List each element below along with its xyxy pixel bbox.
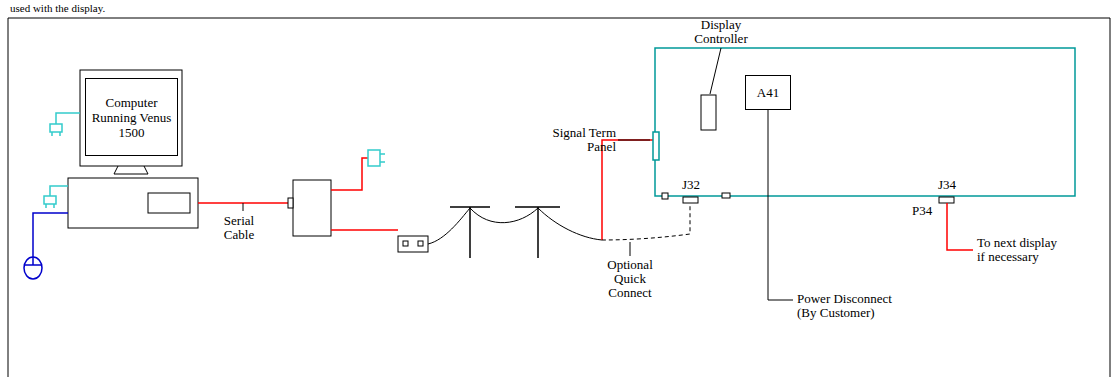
- connector-symbol: [662, 193, 668, 199]
- power-lead: [331, 158, 368, 190]
- cable-label: Serial Cable: [214, 214, 264, 242]
- line-cable: [331, 229, 398, 231]
- monitor-housing: [80, 70, 182, 166]
- serial-port: [288, 198, 293, 208]
- plug-symbol: [44, 196, 56, 208]
- plug-symbol: [50, 124, 62, 136]
- outlet-hole: [418, 241, 423, 246]
- monitor-screen: Computer Running Venus 1500: [85, 78, 178, 156]
- part-label: Power Disconnect (By Customer): [797, 292, 913, 320]
- mouse-buttons: [24, 257, 42, 265]
- plug-symbol: [368, 150, 385, 166]
- leader-line: [618, 140, 650, 141]
- utility-pole: [450, 207, 560, 258]
- caption-fragment: used with the display.: [10, 1, 170, 15]
- outlet-hole: [403, 241, 408, 246]
- note-label: To next display if necessary: [977, 236, 1067, 264]
- overhead-line: [538, 208, 602, 240]
- connector-symbol: [722, 193, 730, 198]
- computer-case: [68, 178, 198, 228]
- mouse-cable: [33, 213, 68, 258]
- display-controller: [701, 95, 716, 130]
- mouse-symbol: [24, 257, 42, 279]
- drive-bay: [148, 193, 190, 213]
- connector-symbol: [683, 197, 698, 203]
- leader-line: [630, 242, 631, 256]
- connector-label: P34: [912, 204, 942, 218]
- part-label: Display Controller: [684, 18, 758, 46]
- connector-symbol: [939, 197, 954, 203]
- overhead-line: [470, 208, 538, 223]
- frame: [8, 18, 1110, 377]
- part-label: Optional Quick Connect: [598, 258, 662, 300]
- connector-label: J32: [678, 178, 704, 192]
- overhead-line: [428, 208, 470, 244]
- signal-cable: [602, 140, 653, 240]
- signal-term-panel: [653, 132, 659, 160]
- quick-connect-line: [602, 204, 690, 240]
- power-cord: [50, 186, 68, 196]
- part-label: Signal Term Panel: [540, 126, 616, 154]
- power-lead: [768, 110, 793, 300]
- node-text: Computer Running Venus 1500: [86, 95, 177, 140]
- connector-label: J34: [932, 178, 962, 192]
- leader-line: [710, 48, 721, 94]
- leader-line: [243, 203, 244, 211]
- display-panel: [655, 48, 1075, 196]
- converter-box: [293, 180, 331, 236]
- node-text: A41: [757, 85, 779, 100]
- monitor-stand: [114, 166, 148, 174]
- component-box: A41: [745, 75, 791, 110]
- wall-outlet: [398, 236, 428, 252]
- power-cord: [56, 113, 80, 124]
- daisy-chain-cable: [947, 203, 973, 250]
